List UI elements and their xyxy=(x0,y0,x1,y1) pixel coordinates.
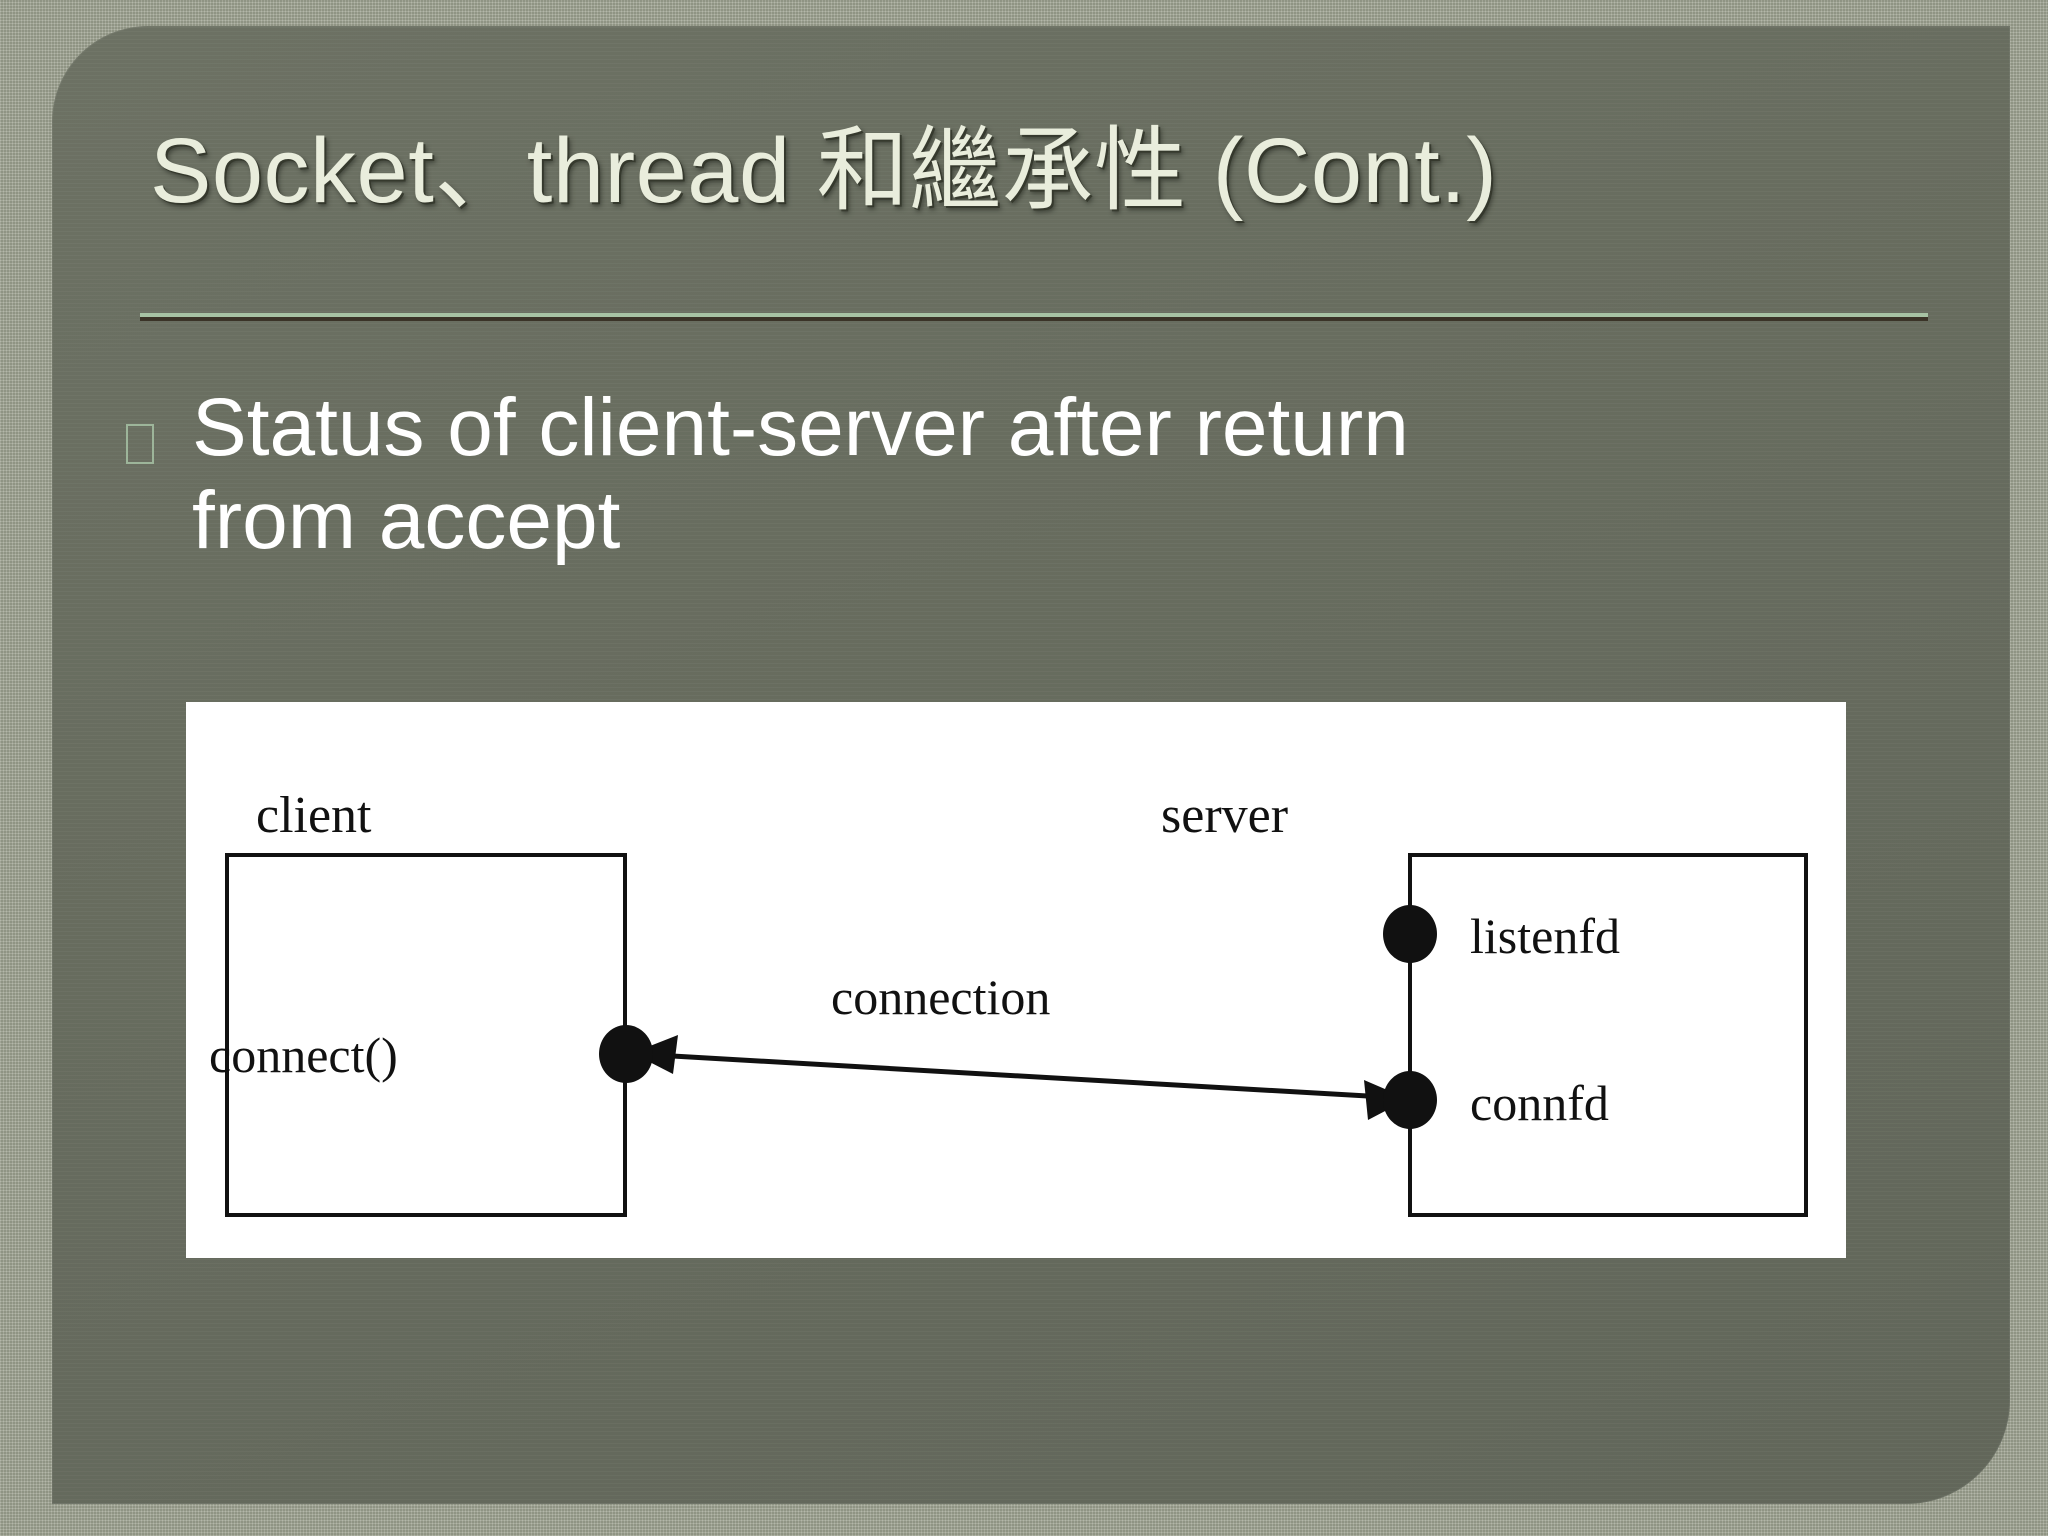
connection-label: connection xyxy=(831,969,1050,1025)
diagram-figure: client server connect() connection xyxy=(186,702,1846,1258)
bullet-item-label: Status of client-server after return fro… xyxy=(192,382,1409,566)
diagram-canvas: client server connect() connection xyxy=(209,787,1808,1217)
client-heading: client xyxy=(256,787,372,844)
bullet-list-item: Status of client-server after return fro… xyxy=(126,382,1896,567)
connfd-endpoint-dot xyxy=(1383,1071,1437,1129)
server-heading: server xyxy=(1161,787,1288,844)
bullet-box-icon xyxy=(126,424,154,464)
listenfd-endpoint-dot xyxy=(1383,905,1437,963)
connection-line xyxy=(637,1051,1403,1101)
connect-endpoint-dot xyxy=(599,1025,653,1083)
listenfd-label: listenfd xyxy=(1470,908,1620,964)
client-connect-label: connect() xyxy=(209,1027,398,1083)
connection-arrowhead-left xyxy=(632,1035,678,1074)
title-divider xyxy=(140,313,1928,317)
connfd-label: connfd xyxy=(1470,1075,1609,1131)
server-process-box xyxy=(1408,853,1808,1217)
page-title: Socket、thread 和繼承性 (Cont.) xyxy=(150,120,1498,222)
